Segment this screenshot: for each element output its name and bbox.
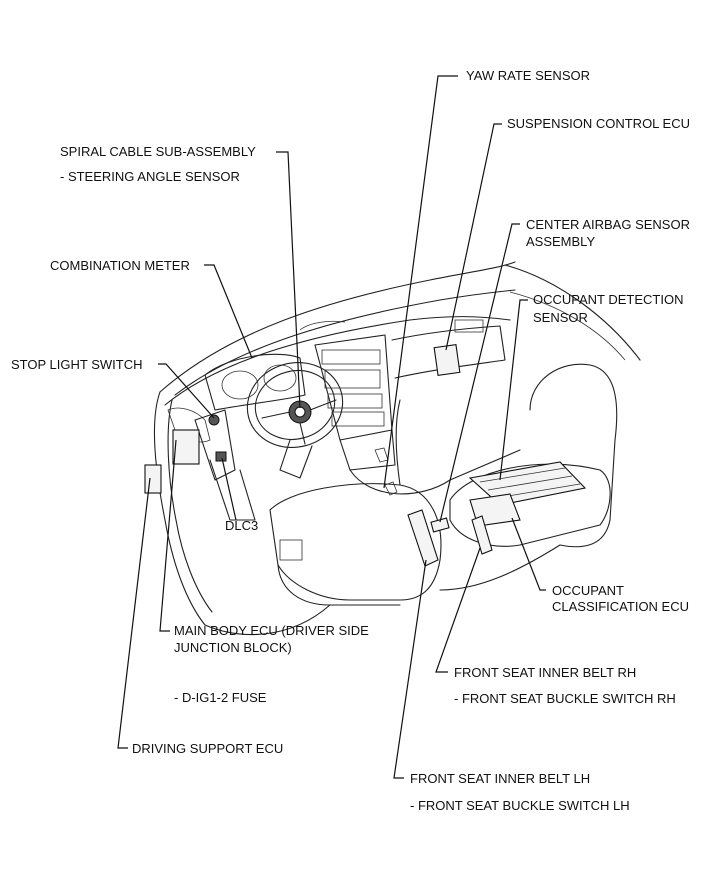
label-buckle-switch-lh: - FRONT SEAT BUCKLE SWITCH LH <box>410 798 630 813</box>
front-seat-inner-belt-lh-part <box>407 509 439 567</box>
leader-spiral-cable <box>276 151 301 409</box>
windshield-edge <box>159 261 516 393</box>
label-steering-angle-sensor: - STEERING ANGLE SENSOR <box>60 169 240 184</box>
stop-light-switch-part <box>208 414 220 426</box>
label-front-inner-belt-rh: FRONT SEAT INNER BELT RH <box>454 665 636 680</box>
leader-occupant-detection <box>499 299 528 481</box>
leader-center-airbag <box>439 223 520 523</box>
passenger-seat <box>529 363 618 548</box>
label-buckle-switch-rh: - FRONT SEAT BUCKLE SWITCH RH <box>454 691 676 706</box>
leader-suspension-control-ecu <box>445 123 502 351</box>
label-suspension-control-ecu: SUSPENSION CONTROL ECU <box>507 116 690 131</box>
pedal-area <box>194 409 236 481</box>
label-occupant-detection-1: OCCUPANT DETECTION <box>533 292 683 307</box>
label-stop-light-switch: STOP LIGHT SWITCH <box>11 357 142 372</box>
labels: YAW RATE SENSOR SUSPENSION CONTROL ECU S… <box>11 68 690 813</box>
label-occupant-detection-2: SENSOR <box>533 310 588 325</box>
leader-dlc3 <box>221 457 237 521</box>
label-center-airbag-1: CENTER AIRBAG SENSOR <box>526 217 690 232</box>
suspension-control-ecu-part <box>433 343 461 377</box>
center-console <box>349 449 521 495</box>
driving-support-ecu-part <box>144 464 162 494</box>
label-yaw-rate-sensor: YAW RATE SENSOR <box>466 68 590 83</box>
leader-front-inner-belt-rh <box>435 547 481 673</box>
main-body-ecu-part <box>172 429 200 465</box>
label-driving-support-ecu: DRIVING SUPPORT ECU <box>132 741 283 756</box>
left-door <box>154 391 206 626</box>
steering-wheel <box>246 362 344 448</box>
leader-driving-support-ecu <box>117 477 151 749</box>
label-dlc3: DLC3 <box>225 518 258 533</box>
instrument-cluster <box>204 353 306 411</box>
right-door <box>504 264 641 361</box>
front-seat-inner-belt-rh-part <box>471 515 493 555</box>
leader-yaw-rate-sensor <box>383 75 458 489</box>
label-occupant-classification-2: CLASSIFICATION ECU <box>552 599 689 614</box>
driver-seat <box>269 483 442 601</box>
leader-stop-light-switch <box>158 363 215 419</box>
dlc3-part <box>215 451 227 462</box>
center-airbag-sensor-part <box>430 517 450 533</box>
label-occupant-classification-1: OCCUPANT <box>552 583 624 598</box>
label-main-body-ecu-1: MAIN BODY ECU (DRIVER SIDE <box>174 623 369 638</box>
label-front-inner-belt-lh: FRONT SEAT INNER BELT LH <box>410 771 590 786</box>
dashboard-top <box>164 316 511 406</box>
label-center-airbag-2: ASSEMBLY <box>526 234 595 249</box>
leader-front-inner-belt-lh <box>393 559 427 779</box>
label-combination-meter: COMBINATION METER <box>50 258 190 273</box>
label-spiral-cable: SPIRAL CABLE SUB-ASSEMBLY <box>60 144 256 159</box>
leader-combination-meter <box>204 264 253 359</box>
leader-main-body-ecu <box>159 439 177 632</box>
leader-lines <box>117 75 546 779</box>
leader-occupant-classification <box>511 517 546 591</box>
label-d-ig1-2-fuse: - D-IG1-2 FUSE <box>174 690 267 705</box>
label-main-body-ecu-2: JUNCTION BLOCK) <box>174 640 292 655</box>
